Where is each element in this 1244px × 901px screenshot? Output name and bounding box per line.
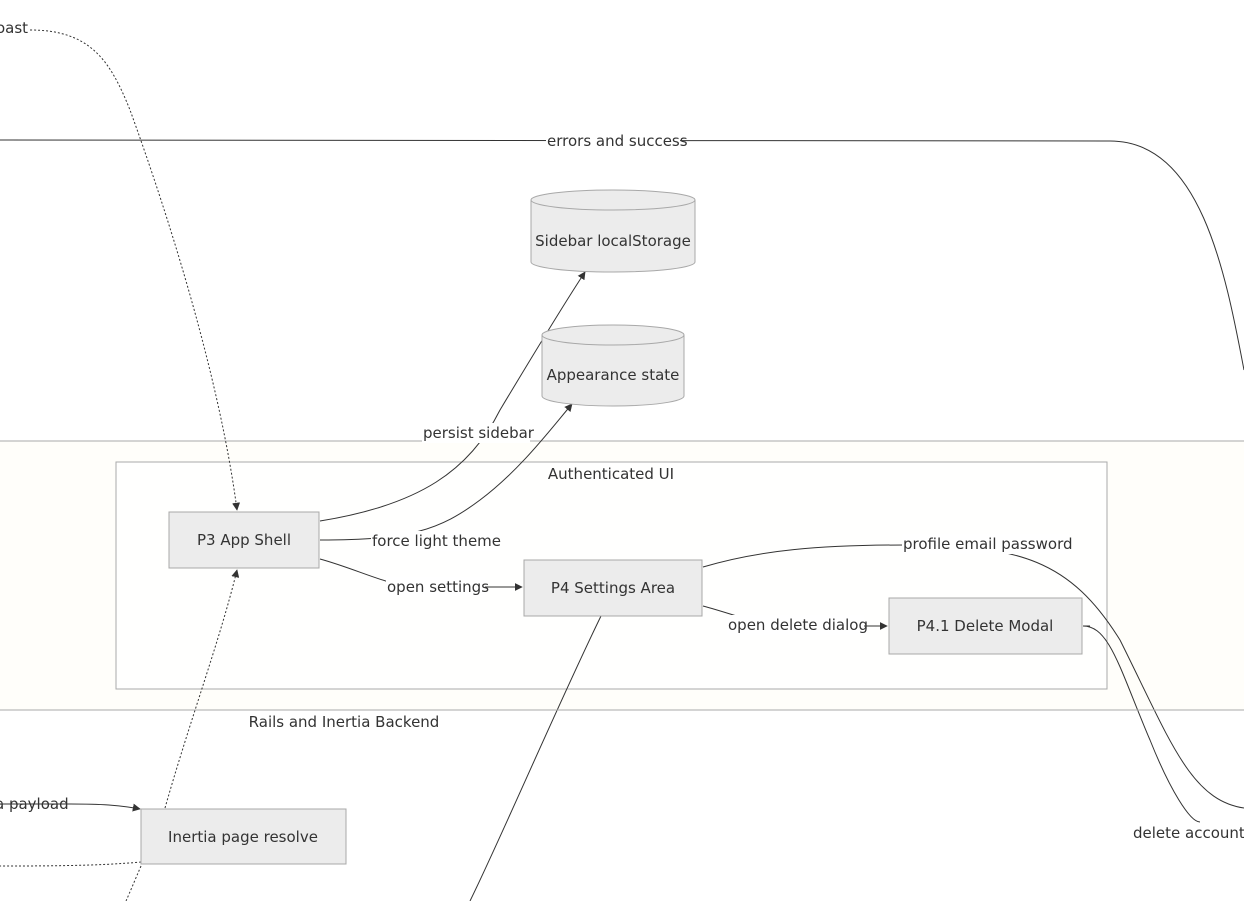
edge-resolve-to-shell xyxy=(164,569,240,809)
settings-area-label: P4 Settings Area xyxy=(551,579,675,597)
app-shell-node: P3 App Shell xyxy=(168,511,320,569)
app-shell-label: P3 App Shell xyxy=(197,531,291,549)
edge-label-persist-sidebar: persist sidebar xyxy=(423,424,535,442)
edge-resolve-out xyxy=(0,861,142,867)
appearance-state-node: Appearance state xyxy=(541,324,685,407)
delete-modal-label: P4.1 Delete Modal xyxy=(917,617,1054,635)
backend-cluster-label: Rails and Inertia Backend xyxy=(249,713,440,731)
edge-payload xyxy=(0,803,141,812)
edge-label-open-delete: open delete dialog xyxy=(728,616,868,634)
inertia-resolve-label: Inertia page resolve xyxy=(168,828,318,846)
edge-toast xyxy=(29,29,241,511)
sidebar-storage-label: Sidebar localStorage xyxy=(535,232,691,250)
edge-resolve-down xyxy=(125,865,142,901)
edge-label-profile-email: profile email password xyxy=(903,535,1073,553)
edge-label-errors-success: errors and success xyxy=(547,132,688,150)
authenticated-ui-cluster-label: Authenticated UI xyxy=(548,465,674,483)
appearance-state-label: Appearance state xyxy=(547,366,680,384)
edge-label-toast: oast xyxy=(0,19,28,37)
edge-persist-sidebar xyxy=(319,271,586,522)
delete-modal-node: P4.1 Delete Modal xyxy=(888,597,1083,655)
edge-label-open-settings: open settings xyxy=(387,578,489,596)
settings-area-node: P4 Settings Area xyxy=(523,559,703,617)
sidebar-storage-node: Sidebar localStorage xyxy=(530,189,696,273)
edge-label-force-light: force light theme xyxy=(372,532,501,550)
edge-delete-account xyxy=(1082,625,1201,823)
edge-settings-down xyxy=(469,615,602,901)
edge-label-payload: a payload xyxy=(0,795,69,813)
edge-errors-success xyxy=(0,139,1244,371)
edge-label-delete-account: delete account xyxy=(1133,824,1244,842)
edge-profile-email xyxy=(702,544,1244,809)
inertia-resolve-node: Inertia page resolve xyxy=(140,808,347,865)
